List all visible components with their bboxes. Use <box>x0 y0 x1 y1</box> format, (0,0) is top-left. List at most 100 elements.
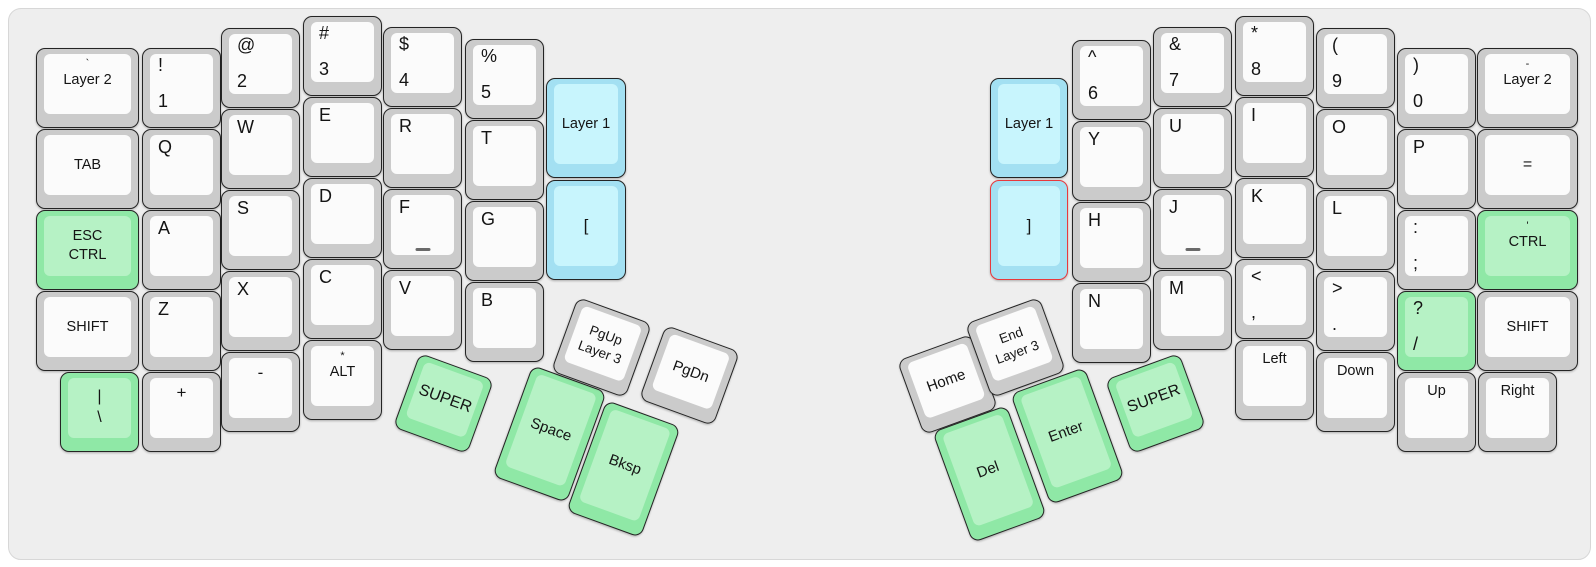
key-q[interactable]: Q <box>142 129 221 209</box>
key-k[interactable]: K <box>1235 178 1314 258</box>
key-h[interactable]: H <box>1072 202 1151 282</box>
homing-bar-icon <box>1185 248 1200 251</box>
keycap-face: $4 <box>391 33 454 93</box>
key-y[interactable]: Y <box>1072 121 1151 201</box>
key-legend: ) <box>1413 55 1419 75</box>
key-b[interactable]: B <box>465 282 544 362</box>
key-legend: , <box>1251 302 1257 322</box>
key-z[interactable]: Z <box>142 291 221 371</box>
key-legend: SUPER <box>416 381 474 417</box>
key-u[interactable]: U <box>1153 108 1232 188</box>
keycap-face: )0 <box>1405 54 1468 114</box>
key-asterisk-alt[interactable]: *ALT <box>303 340 382 420</box>
key-legend: P <box>1413 137 1426 157</box>
key-legend: ESC <box>72 228 103 245</box>
key-asterisk-8[interactable]: *8 <box>1235 16 1314 96</box>
key-legend: F <box>399 197 410 217</box>
key-o[interactable]: O <box>1316 109 1395 189</box>
key-tab[interactable]: TAB <box>36 129 139 209</box>
key-pipe-backslash[interactable]: |\ <box>60 372 139 452</box>
key-shift-left[interactable]: SHIFT <box>36 291 139 371</box>
key-legend: 9 <box>1332 71 1343 91</box>
key-legend: D <box>319 186 332 206</box>
key-question-slash[interactable]: ?/ <box>1397 291 1476 371</box>
key-legend: Down <box>1336 363 1375 379</box>
key-layer1-right[interactable]: Layer 1 <box>990 78 1068 178</box>
key-dollar-4[interactable]: $4 <box>383 27 462 107</box>
key-m[interactable]: M <box>1153 270 1232 350</box>
key-plus[interactable]: + <box>142 372 221 452</box>
key-i[interactable]: I <box>1235 97 1314 177</box>
key-s[interactable]: S <box>221 190 300 270</box>
key-equals[interactable]: = <box>1477 129 1578 209</box>
key-p[interactable]: P <box>1397 129 1476 209</box>
key-legend: ] <box>1026 215 1032 235</box>
keycap-face: Y <box>1080 127 1143 187</box>
key-r[interactable]: R <box>383 108 462 188</box>
keycap-face: M <box>1161 276 1224 336</box>
key-quote-ctrl[interactable]: 'CTRL <box>1477 210 1578 290</box>
key-j[interactable]: J <box>1153 189 1232 269</box>
key-amp-7[interactable]: &7 <box>1153 27 1232 107</box>
key-grave-layer2[interactable]: `Layer 2 <box>36 48 139 128</box>
key-hash-3[interactable]: #3 <box>303 16 382 96</box>
key-legend: SUPER <box>1125 381 1183 417</box>
key-legend: ^ <box>1088 47 1097 67</box>
key-e[interactable]: E <box>303 97 382 177</box>
key-f[interactable]: F <box>383 189 462 269</box>
key-minus[interactable]: - <box>221 352 300 432</box>
keycap-face: Layer 1 <box>998 84 1060 164</box>
keycap-face: Q <box>150 135 213 195</box>
key-legend: [ <box>583 215 589 235</box>
key-lparen-9[interactable]: (9 <box>1316 28 1395 108</box>
key-colon-semicolon[interactable]: :; <box>1397 210 1476 290</box>
key-down-arrow[interactable]: Down <box>1316 352 1395 432</box>
key-legend: E <box>319 105 332 125</box>
key-legend: ' <box>1526 220 1529 232</box>
keycap-face: S <box>229 196 292 256</box>
key-legend: . <box>1332 314 1338 334</box>
key-legend: Z <box>158 299 169 319</box>
key-exclam-1[interactable]: !1 <box>142 48 221 128</box>
key-layer1-left[interactable]: Layer 1 <box>546 78 626 178</box>
key-g[interactable]: G <box>465 201 544 281</box>
key-a[interactable]: A <box>142 210 221 290</box>
key-legend: PgDn <box>670 357 712 386</box>
keycap-face: `Layer 2 <box>44 54 131 114</box>
key-right-arrow[interactable]: Right <box>1478 372 1557 452</box>
key-x[interactable]: X <box>221 271 300 351</box>
key-caret-6[interactable]: ^6 <box>1072 40 1151 120</box>
key-rparen-0[interactable]: )0 <box>1397 48 1476 128</box>
key-left-arrow[interactable]: Left <box>1235 340 1314 420</box>
key-lbracket[interactable]: [ <box>546 180 626 280</box>
key-legend: Q <box>158 137 173 157</box>
key-legend: J <box>1169 197 1178 217</box>
key-gt-period[interactable]: >. <box>1316 271 1395 351</box>
key-shift-right[interactable]: SHIFT <box>1477 291 1578 371</box>
key-legend: N <box>1088 291 1101 311</box>
key-minus-layer2[interactable]: -Layer 2 <box>1477 48 1578 128</box>
keycap-face: ?/ <box>1405 297 1468 357</box>
key-t[interactable]: T <box>465 120 544 200</box>
key-legend: X <box>237 279 250 299</box>
key-legend: O <box>1332 117 1347 137</box>
key-at-2[interactable]: @2 <box>221 28 300 108</box>
keycap-face: L <box>1324 196 1387 256</box>
key-n[interactable]: N <box>1072 283 1151 363</box>
key-c[interactable]: C <box>303 259 382 339</box>
key-w[interactable]: W <box>221 109 300 189</box>
key-v[interactable]: V <box>383 270 462 350</box>
keycap-face: A <box>150 216 213 276</box>
key-percent-5[interactable]: %5 <box>465 39 544 119</box>
key-rbracket[interactable]: ] <box>990 180 1068 280</box>
keycap-face: ^6 <box>1080 46 1143 106</box>
key-lt-comma[interactable]: <, <box>1235 259 1314 339</box>
keycap-face: V <box>391 276 454 336</box>
key-l[interactable]: L <box>1316 190 1395 270</box>
key-legend: Y <box>1088 129 1101 149</box>
key-d[interactable]: D <box>303 178 382 258</box>
key-legend: > <box>1332 278 1343 298</box>
key-up-arrow[interactable]: Up <box>1397 372 1476 452</box>
